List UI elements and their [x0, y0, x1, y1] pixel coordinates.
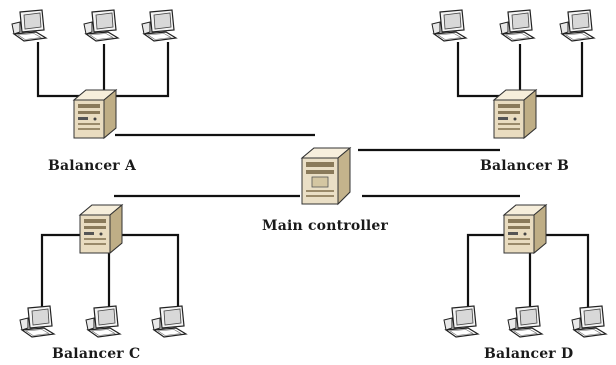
balancer-a-label: Balancer A	[48, 158, 137, 174]
desktop-computer-icon	[571, 305, 607, 338]
desktop-computer-icon	[559, 9, 595, 42]
server-tower-icon	[73, 89, 117, 139]
desktop-computer-icon	[431, 9, 467, 42]
balancer-d-label: Balancer D	[484, 346, 574, 362]
balancer-c-label: Balancer C	[52, 346, 141, 362]
desktop-computer-icon	[507, 305, 543, 338]
computer-group-b	[431, 9, 595, 42]
desktop-computer-icon	[443, 305, 479, 338]
server-tower-icon	[79, 204, 123, 254]
desktop-computer-icon	[85, 305, 121, 338]
desktop-computer-icon	[83, 9, 119, 42]
desktop-computer-icon	[141, 9, 177, 42]
main-controller-label: Main controller	[262, 218, 389, 234]
desktop-computer-icon	[151, 305, 187, 338]
computer-group-d	[443, 305, 607, 338]
desktop-computer-icon	[19, 305, 55, 338]
controller-tower-icon	[301, 147, 351, 205]
desktop-computer-icon	[11, 9, 47, 42]
server-tower-icon	[493, 89, 537, 139]
balancer-b-label: Balancer B	[480, 158, 569, 174]
computer-group-a	[11, 9, 177, 42]
server-tower-icon	[503, 204, 547, 254]
computer-group-c	[19, 305, 187, 338]
connection-lines	[36, 42, 590, 318]
desktop-computer-icon	[499, 9, 535, 42]
